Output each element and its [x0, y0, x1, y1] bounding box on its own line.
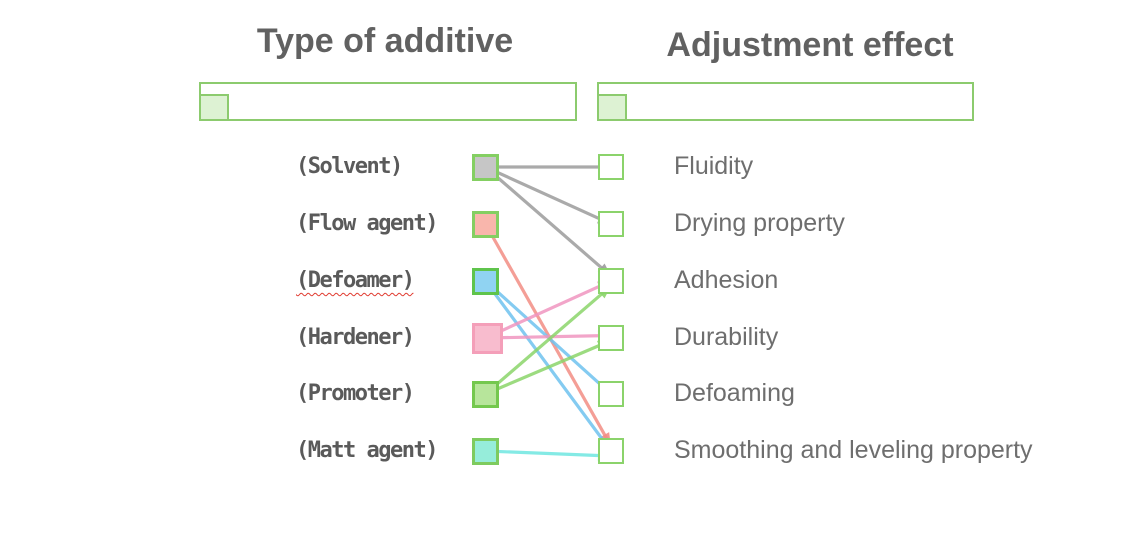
additive-swatch-defoamer: [472, 267, 499, 295]
effect-label-fluidity: Fluidity: [674, 151, 754, 180]
additive-label-hardener: (Hardener): [296, 325, 415, 350]
effect-label-adhesion: Adhesion: [674, 265, 779, 294]
effect-node-drying-property: [598, 211, 624, 237]
edge-solvent-to-drying-property: [483, 165, 611, 224]
right-header-bar: [597, 82, 974, 121]
additive-swatch-promoter: [472, 380, 499, 408]
edge-defoamer-to-defoaming: [483, 279, 611, 394]
left-header-bar: [199, 82, 577, 121]
effect-node-defoaming: [598, 381, 624, 407]
effect-label-defoaming: Defoaming: [674, 378, 795, 407]
edge-promoter-to-adhesion: [483, 286, 611, 396]
edge-solvent-to-fluidity: [483, 161, 611, 173]
right-header-bar-corner-square: [597, 94, 627, 121]
additive-label-flow-agent: (Flow agent): [296, 211, 438, 236]
additive-swatch-flow-agent: [472, 210, 499, 238]
additive-label-matt-agent: (Matt agent): [296, 438, 438, 463]
effect-label-durability: Durability: [674, 322, 779, 351]
edge-matt-agent-to-smoothing-leveling: [483, 449, 611, 461]
left-header-bar-corner-square: [199, 94, 229, 121]
effect-node-fluidity: [598, 154, 624, 180]
edge-hardener-to-durability: [483, 330, 611, 341]
additive-label-defoamer: (Defoamer): [296, 268, 415, 293]
left-column-title: Type of additive: [256, 22, 514, 60]
effect-label-drying-property: Drying property: [674, 208, 845, 237]
additive-swatch-hardener: [472, 322, 503, 354]
edge-solvent-to-adhesion: [483, 165, 611, 276]
edge-defoamer-to-smoothing-leveling: [483, 279, 611, 451]
additive-swatch-solvent: [472, 153, 499, 181]
additive-label-promoter: (Promoter): [296, 381, 415, 406]
edge-hardener-to-adhesion: [483, 281, 611, 340]
additive-swatch-matt-agent: [472, 437, 499, 465]
edge-promoter-to-durability: [483, 340, 611, 396]
effect-node-smoothing-leveling: [598, 438, 624, 464]
right-column-title: Adjustment effect: [666, 26, 954, 64]
effect-label-smoothing-leveling: Smoothing and leveling property: [674, 435, 1033, 464]
additive-label-solvent: (Solvent): [296, 154, 403, 179]
edge-flow-agent-to-smoothing-leveling: [483, 222, 611, 446]
effect-node-adhesion: [598, 268, 624, 294]
effect-node-durability: [598, 325, 624, 351]
